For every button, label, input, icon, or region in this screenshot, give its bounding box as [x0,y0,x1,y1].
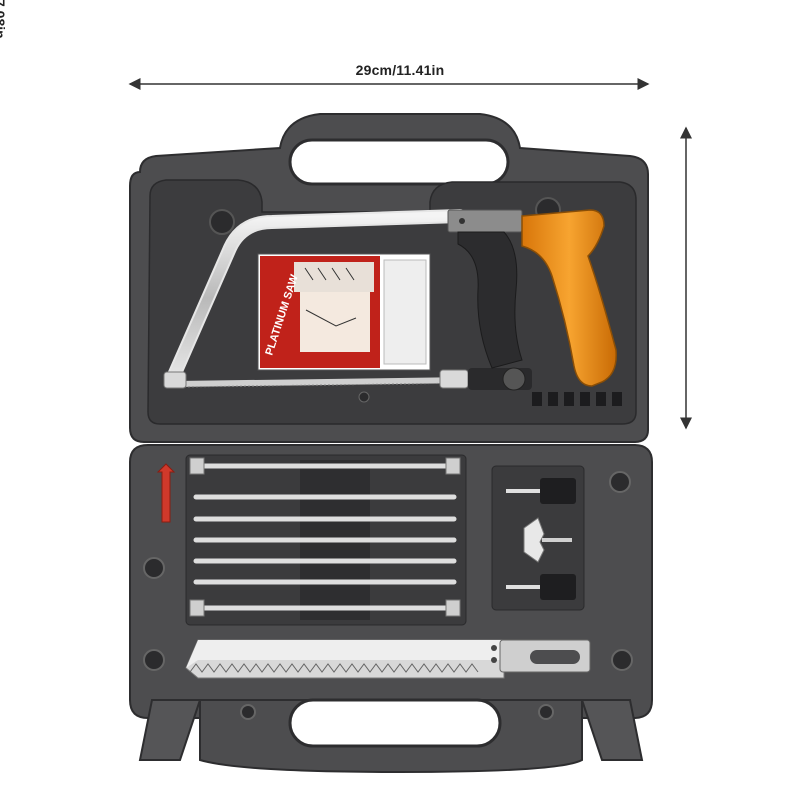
width-dimension-label: 29cm/11.41in [355,62,445,78]
platinum-saw-package: PLATINUM SAW [257,253,431,371]
hacksaw-grip [457,231,523,369]
hardware-tray [491,465,585,611]
wing-nut [523,517,545,563]
carry-handle-top [288,138,510,186]
blade-tray [185,454,467,626]
wood-saw-blade [185,639,591,679]
hacksaw-blade [175,377,471,387]
red-arrow-label [156,463,176,523]
carry-handle-bottom [288,698,502,748]
orange-handle [521,209,617,387]
hacksaw [163,209,622,406]
